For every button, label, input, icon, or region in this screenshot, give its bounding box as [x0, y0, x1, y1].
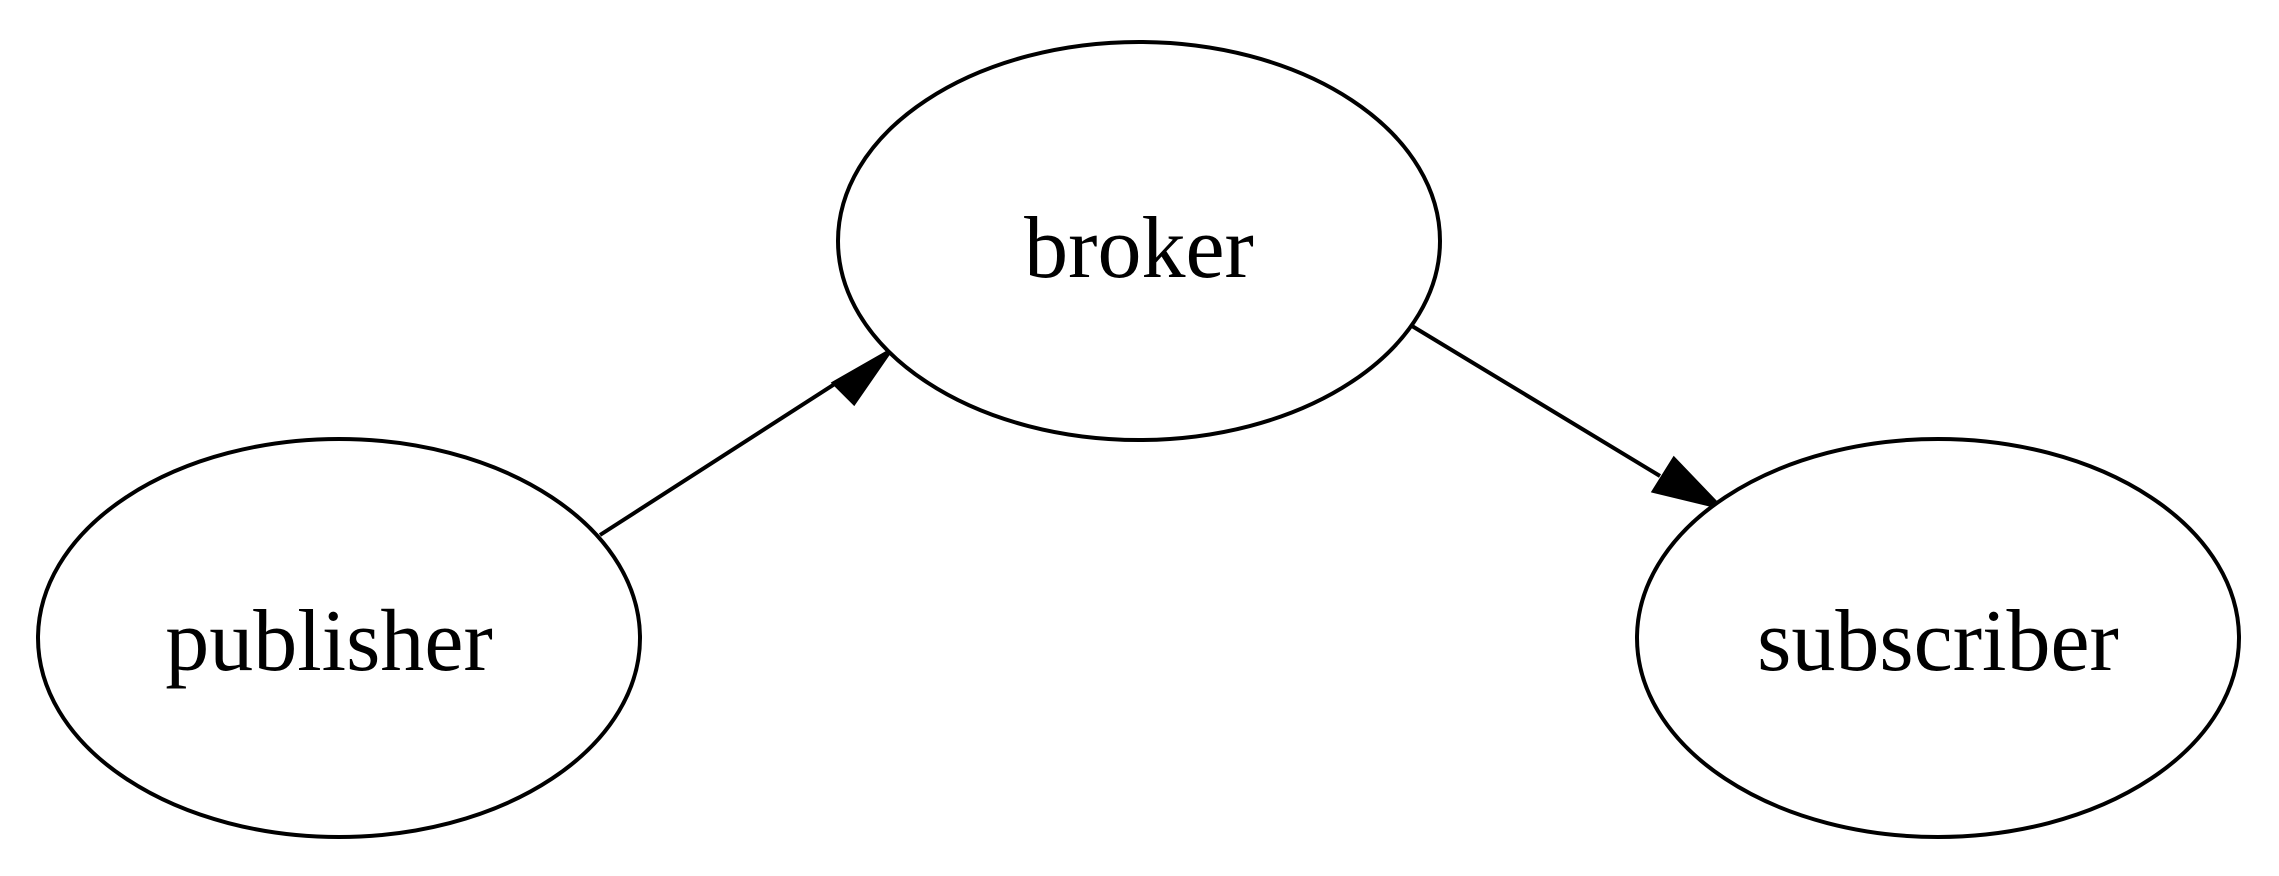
edge-broker-subscriber-arrowhead	[1650, 455, 1727, 511]
node-publisher-label: publisher	[165, 593, 493, 690]
edge-broker-to-subscriber	[1410, 324, 1727, 511]
node-subscriber-shape	[1635, 437, 2241, 839]
node-publisher-shape	[36, 437, 642, 839]
edge-publisher-to-broker	[598, 349, 892, 537]
node-subscriber: subscriber	[1635, 437, 2241, 839]
node-broker-shape	[836, 40, 1442, 442]
node-subscriber-label: subscriber	[1757, 593, 2119, 690]
edge-publisher-broker-line	[598, 376, 846, 537]
edge-broker-subscriber-line	[1410, 324, 1662, 478]
edge-publisher-broker-arrowhead	[830, 349, 892, 407]
node-publisher: publisher	[36, 437, 642, 839]
node-broker: broker	[836, 40, 1442, 442]
node-broker-label: broker	[1024, 200, 1254, 297]
